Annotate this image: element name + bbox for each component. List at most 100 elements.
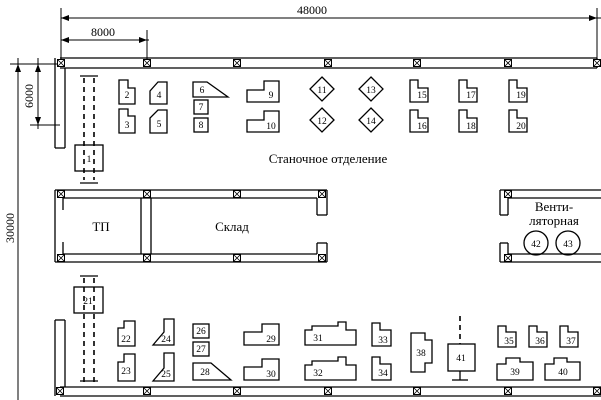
machine-4-label: 4 bbox=[157, 91, 162, 101]
fan-43: 43 bbox=[555, 230, 581, 256]
machine-21-label: 21 bbox=[83, 297, 93, 307]
machine-23: 23 bbox=[117, 353, 136, 382]
machine-19: 19 bbox=[508, 79, 528, 103]
machine-27-label: 27 bbox=[196, 345, 206, 355]
machine-13-label: 13 bbox=[366, 86, 376, 96]
dimension-30000: 30000 bbox=[3, 58, 30, 400]
machine-39-label: 39 bbox=[510, 368, 520, 378]
machine-38-label: 38 bbox=[416, 349, 426, 359]
machine-11: 11 bbox=[309, 76, 335, 102]
machine-26: 26 bbox=[192, 323, 210, 339]
machine-14-label: 14 bbox=[366, 117, 376, 127]
crane-rail-bottom bbox=[80, 275, 98, 382]
machine-39: 39 bbox=[496, 357, 534, 381]
machine-27: 27 bbox=[192, 341, 210, 357]
machine-22: 22 bbox=[117, 320, 136, 347]
machine-3: 3 bbox=[118, 108, 136, 134]
machine-8: 8 bbox=[193, 117, 209, 133]
machine-6: 6 bbox=[192, 81, 231, 98]
machine-6-label: 6 bbox=[200, 86, 205, 96]
machine-18: 18 bbox=[458, 109, 478, 133]
machine-36: 36 bbox=[528, 325, 548, 348]
machine-13: 13 bbox=[358, 76, 384, 102]
machine-41: 41 bbox=[447, 316, 476, 381]
machine-40: 40 bbox=[544, 357, 581, 381]
machine-41-label: 41 bbox=[456, 354, 466, 364]
building-columns bbox=[56, 59, 601, 395]
machine-2: 2 bbox=[118, 79, 136, 105]
dim-30000-label: 30000 bbox=[3, 213, 17, 243]
fan-42: 42 bbox=[523, 230, 549, 256]
machine-40-label: 40 bbox=[558, 368, 568, 378]
machine-5: 5 bbox=[149, 109, 168, 134]
machine-4: 4 bbox=[149, 81, 168, 105]
machine-32: 32 bbox=[304, 356, 357, 381]
dim-48000-label: 48000 bbox=[297, 3, 327, 17]
machine-30: 30 bbox=[243, 358, 280, 381]
machine-17-label: 17 bbox=[466, 91, 476, 101]
dim-6000-label: 6000 bbox=[22, 84, 36, 108]
machine-10-label: 10 bbox=[266, 122, 276, 132]
machine-17: 17 bbox=[458, 79, 478, 103]
machine-29-label: 29 bbox=[266, 335, 276, 345]
dim-8000-label: 8000 bbox=[91, 25, 115, 39]
machine-23-label: 23 bbox=[121, 367, 131, 377]
machine-8-label: 8 bbox=[199, 121, 204, 131]
machine-16: 16 bbox=[409, 109, 429, 133]
machine-36-label: 36 bbox=[535, 337, 545, 347]
machine-34-label: 34 bbox=[378, 369, 388, 379]
machine-35: 35 bbox=[497, 325, 517, 348]
dimension-6000: 6000 bbox=[22, 58, 60, 129]
machine-31: 31 bbox=[304, 321, 357, 346]
machine-37: 37 bbox=[559, 325, 579, 348]
machine-25-label: 25 bbox=[161, 370, 171, 380]
machine-10: 10 bbox=[246, 110, 280, 133]
machine-22-label: 22 bbox=[121, 335, 131, 345]
machine-37-label: 37 bbox=[566, 337, 576, 347]
machine-21: 21 bbox=[73, 286, 104, 314]
machine-1-label: 1 bbox=[87, 155, 92, 165]
machine-28: 28 bbox=[192, 362, 233, 381]
machine-33: 33 bbox=[371, 322, 392, 347]
machine-30-label: 30 bbox=[266, 370, 276, 380]
machine-shop-label: Станочное отделение bbox=[269, 151, 388, 166]
machine-15: 15 bbox=[409, 79, 429, 103]
ventilation-label-line2: ляторная bbox=[529, 213, 579, 228]
machine-25: 25 bbox=[151, 352, 175, 382]
machine-3-label: 3 bbox=[125, 121, 130, 131]
machine-1: 1 bbox=[74, 144, 104, 172]
machine-28-label: 28 bbox=[200, 368, 210, 378]
substation-label: ТП bbox=[92, 219, 109, 234]
machine-33-label: 33 bbox=[378, 336, 388, 346]
crane-rail-top bbox=[80, 75, 98, 184]
machine-38: 38 bbox=[410, 332, 433, 373]
ventilation-label-line1: Венти- bbox=[535, 199, 573, 214]
machine-14: 14 bbox=[358, 107, 384, 133]
warehouse-label: Склад bbox=[215, 219, 249, 234]
machine-32-label: 32 bbox=[313, 369, 323, 379]
machine-5-label: 5 bbox=[157, 120, 162, 130]
dimension-8000: 8000 bbox=[61, 25, 149, 60]
machine-29: 29 bbox=[243, 323, 280, 346]
fan-42-label: 42 bbox=[531, 240, 541, 250]
machine-31-label: 31 bbox=[313, 334, 323, 344]
machine-20: 20 bbox=[508, 109, 528, 133]
machine-7: 7 bbox=[193, 99, 209, 115]
fan-43-label: 43 bbox=[563, 240, 573, 250]
machine-34: 34 bbox=[371, 356, 392, 381]
machine-7-label: 7 bbox=[199, 103, 204, 113]
machine-18-label: 18 bbox=[466, 122, 476, 132]
machine-2-label: 2 bbox=[125, 91, 130, 101]
machine-9: 9 bbox=[246, 80, 280, 103]
machine-12: 12 bbox=[309, 107, 335, 133]
machine-24-label: 24 bbox=[161, 335, 171, 345]
machine-24: 24 bbox=[151, 318, 175, 346]
machine-20-label: 20 bbox=[516, 122, 526, 132]
dimension-48000: 48000 bbox=[60, 3, 601, 60]
machine-19-label: 19 bbox=[516, 91, 526, 101]
machine-11-label: 11 bbox=[317, 86, 326, 96]
machine-15-label: 15 bbox=[417, 91, 427, 101]
machine-16-label: 16 bbox=[417, 122, 427, 132]
machine-35-label: 35 bbox=[504, 337, 514, 347]
